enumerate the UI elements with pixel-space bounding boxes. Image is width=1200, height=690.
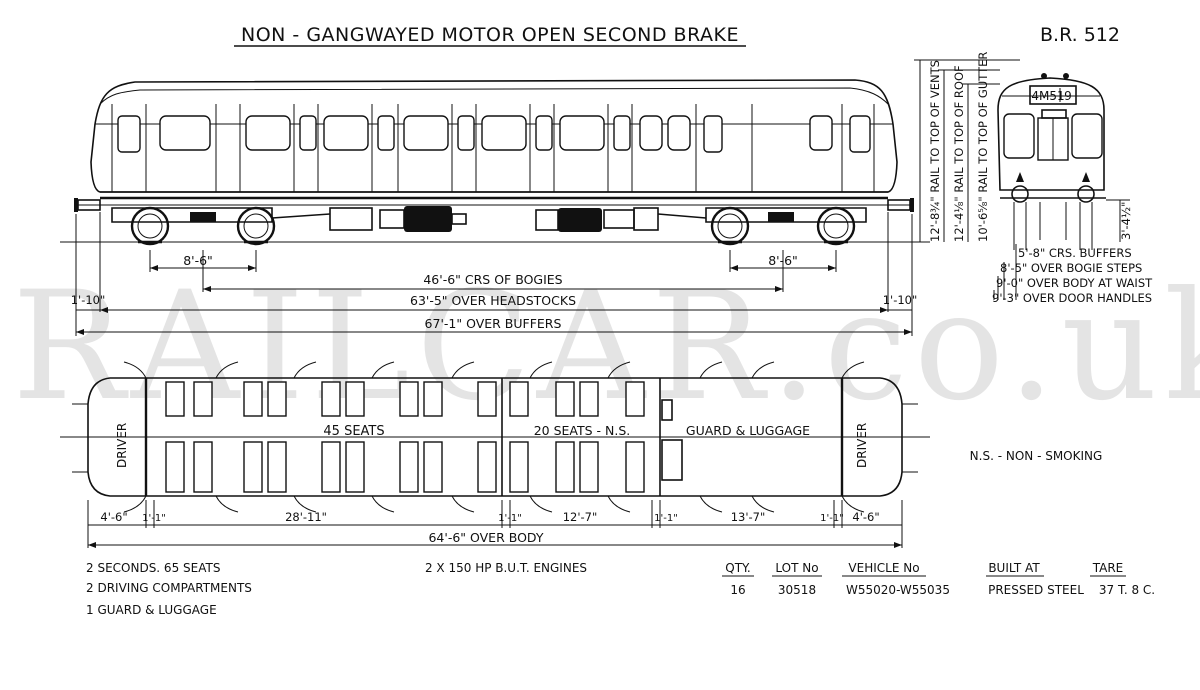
plan-seats-main: 45 SEATS <box>323 424 384 439</box>
side-dimension-lines <box>60 212 930 336</box>
dim-overhang-right: 1'-10" <box>883 293 918 307</box>
headcode-box <box>1029 85 1077 105</box>
underfloor-engines <box>271 206 707 232</box>
side-windows <box>117 115 871 153</box>
plan-dim-gap-2: 1'-1" <box>498 513 522 524</box>
plan-seats-ns: 20 SEATS - N.S. <box>534 423 631 438</box>
plan-guard-luggage: GUARD & LUGGAGE <box>686 423 810 438</box>
drawing-title: NON - GANGWAYED MOTOR OPEN SECOND BRAKE <box>241 24 739 46</box>
plan-dimension-labels: 4'-6" 1'-1" 28'-11" 1'-1" 12'-7" 1'-1" 1… <box>100 510 879 545</box>
dim-bogie-centres: 46'-6" CRS OF BOGIES <box>423 272 562 287</box>
side-buffers <box>74 198 914 212</box>
height-dim-vents: 12'-8¾" RAIL TO TOP OF VENTS <box>928 60 942 242</box>
summary-line-1: 2 SECONDS. 65 SEATS <box>86 561 220 575</box>
height-dimension-lines <box>914 59 1020 242</box>
bogie-left <box>111 206 276 246</box>
end-elevation: 4M51 9 <box>997 73 1106 250</box>
plan-seats-upper <box>165 381 645 417</box>
plan-labels: DRIVER 45 SEATS 20 SEATS - N.S. GUARD & … <box>115 423 869 468</box>
plan-driver-left: DRIVER <box>115 423 129 468</box>
table-header-vehicle: VEHICLE No <box>848 561 919 575</box>
table-cell-lot: 30518 <box>778 583 816 597</box>
plan-view <box>60 361 930 513</box>
bogie-right <box>705 206 867 246</box>
table-cell-built: PRESSED STEEL <box>988 583 1084 597</box>
side-elevation <box>74 79 914 246</box>
buffer-height-dimension: 3'-4½" <box>1106 199 1133 242</box>
summary-line-3: 1 GUARD & LUGGAGE <box>86 603 217 617</box>
plan-dim-driver-right: 4'-6" <box>852 510 879 524</box>
table-cell-tare: 37 T. 8 C. <box>1099 583 1155 597</box>
width-dimension-lines <box>993 244 1017 300</box>
plan-door-swings <box>123 361 865 513</box>
width-dimension-labels: 5'-8" CRS. BUFFERS 8'-5" OVER BOGIE STEP… <box>992 246 1153 305</box>
side-dimension-arrows <box>76 265 912 335</box>
plan-dim-gap-3: 1'-1" <box>654 513 678 524</box>
plan-seats-lower <box>165 441 645 493</box>
width-dim-buffers: 5'-8" CRS. BUFFERS <box>1018 246 1132 260</box>
summary-block: 2 SECONDS. 65 SEATS 2 DRIVING COMPARTMEN… <box>86 561 587 617</box>
width-dim-door-handles: 9'-3" OVER DOOR HANDLES <box>992 291 1152 305</box>
plan-driver-right: DRIVER <box>855 423 869 468</box>
dim-bogie-wheelbase-left: 8'-6" <box>183 253 213 268</box>
height-dim-roof: 12'-4⅛" RAIL TO TOP OF ROOF <box>952 65 966 242</box>
plan-dimension-lines <box>87 500 903 548</box>
dim-over-buffers: 67'-1" OVER BUFFERS <box>425 316 562 331</box>
table-header-tare: TARE <box>1092 561 1124 575</box>
height-dimension-labels: 12'-8¾" RAIL TO TOP OF VENTS 12'-4⅛" RAI… <box>928 52 990 242</box>
table-cell-qty: 16 <box>730 583 745 597</box>
plan-dim-guard: 13'-7" <box>731 510 766 524</box>
headcode-text: 4M51 <box>1031 89 1064 103</box>
plan-dimension-arrows <box>88 542 902 548</box>
plan-dim-gap-1: 1'-1" <box>142 513 166 524</box>
table-header-qty: QTY. <box>725 561 751 575</box>
side-dimension-labels: 8'-6" 8'-6" 46'-6" CRS OF BOGIES 63'-5" … <box>71 253 918 331</box>
dim-overhang-left: 1'-10" <box>71 293 106 307</box>
table-cell-vehicle: W55020-W55035 <box>846 583 950 597</box>
headcode-end-digit: 9 <box>1064 89 1072 103</box>
width-dim-bogie-steps: 8'-5" OVER BOGIE STEPS <box>1000 261 1142 275</box>
plan-dim-over-body: 64'-6" OVER BODY <box>428 530 543 545</box>
plan-dim-driver-left: 4'-6" <box>100 510 127 524</box>
plan-dim-saloon-main: 28'-11" <box>285 510 327 524</box>
side-door-lines <box>111 104 875 192</box>
plan-dim-gap-4: 1'-1" <box>820 513 844 524</box>
diagram-number: B.R. 512 <box>1040 24 1120 46</box>
width-dim-body-waist: 9'-0" OVER BODY AT WAIST <box>996 276 1153 290</box>
buffer-height-label: 3'-4½" <box>1119 202 1133 240</box>
table-header-built: BUILT AT <box>988 561 1040 575</box>
plan-dim-saloon-ns: 12'-7" <box>563 510 598 524</box>
engines-label: 2 X 150 HP B.U.T. ENGINES <box>425 561 587 575</box>
vehicle-table: QTY. LOT No VEHICLE No BUILT AT TARE 16 … <box>722 561 1155 597</box>
table-header-lot: LOT No <box>775 561 818 575</box>
dim-bogie-wheelbase-right: 8'-6" <box>768 253 798 268</box>
height-dim-gutter: 10'-6⅝" RAIL TO TOP OF GUTTER <box>976 52 990 242</box>
dim-over-headstocks: 63'-5" OVER HEADSTOCKS <box>410 293 576 308</box>
ns-legend: N.S. - NON - SMOKING <box>970 449 1103 463</box>
summary-line-2: 2 DRIVING COMPARTMENTS <box>86 581 252 595</box>
